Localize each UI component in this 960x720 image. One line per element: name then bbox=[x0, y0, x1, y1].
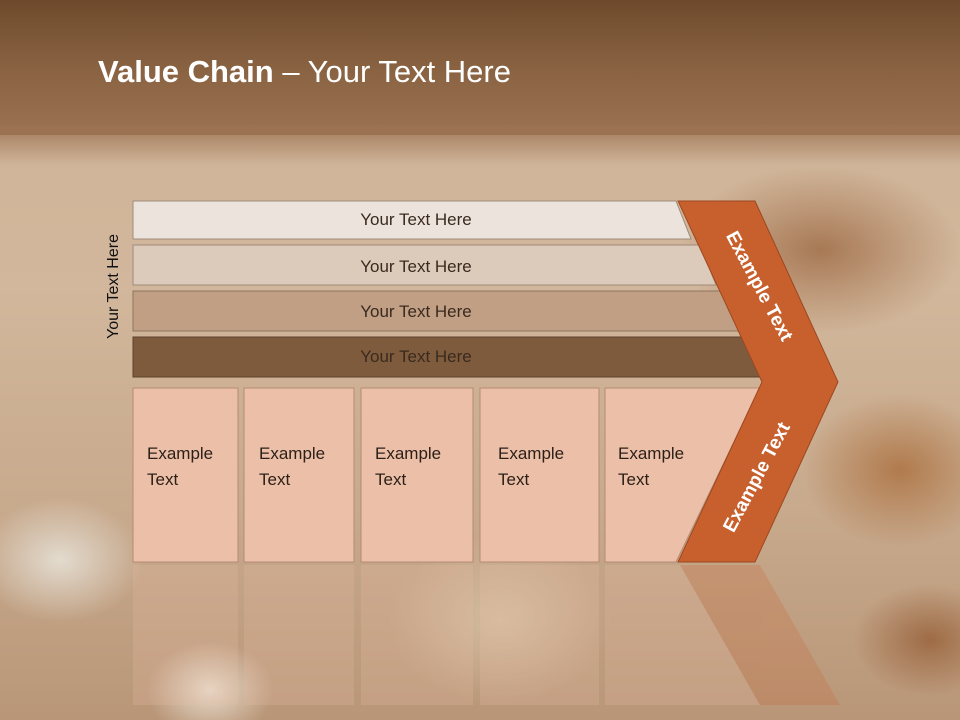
reflection-box-1 bbox=[133, 565, 238, 705]
activity-box-2 bbox=[243, 387, 355, 563]
bar-2 bbox=[132, 244, 717, 286]
box-1-line2: Text bbox=[147, 470, 178, 489]
bar-2-label: Your Text Here bbox=[360, 257, 472, 276]
boxes-group: Example Text Example Text Example Text E… bbox=[132, 387, 761, 563]
box-1-line1: Example bbox=[147, 444, 213, 463]
bar-1-label: Your Text Here bbox=[360, 210, 472, 229]
activity-box-3 bbox=[360, 387, 474, 563]
box-4-line2: Text bbox=[498, 470, 529, 489]
box-2-line2: Text bbox=[259, 470, 290, 489]
bar-3-label: Your Text Here bbox=[360, 302, 472, 321]
title-bold: Value Chain bbox=[98, 54, 274, 89]
margin-chevron bbox=[677, 200, 839, 563]
box-3-line2: Text bbox=[375, 470, 406, 489]
box-5-line1: Example bbox=[618, 444, 684, 463]
box-5-line2: Text bbox=[618, 470, 649, 489]
reflection-box-4 bbox=[480, 565, 599, 705]
activity-box-1 bbox=[132, 387, 239, 563]
diagram-reflection bbox=[133, 565, 840, 705]
slide-title: Value Chain – Your Text Here bbox=[98, 54, 511, 90]
activity-box-5 bbox=[604, 387, 761, 563]
header-fade bbox=[0, 125, 960, 165]
reflection-box-2 bbox=[244, 565, 354, 705]
box-2-line1: Example bbox=[259, 444, 325, 463]
reflection-box-5 bbox=[605, 565, 760, 705]
reflection-box-3 bbox=[361, 565, 473, 705]
activity-box-4 bbox=[479, 387, 600, 563]
bar-1 bbox=[132, 200, 692, 240]
box-4-line1: Example bbox=[498, 444, 564, 463]
reflection-arrow bbox=[680, 565, 840, 705]
box-3-line1: Example bbox=[375, 444, 441, 463]
bar-4-label: Your Text Here bbox=[360, 347, 472, 366]
title-rest: – Your Text Here bbox=[273, 54, 511, 89]
bars-group: Your Text Here Your Text Here Your Text … bbox=[132, 200, 764, 378]
header-band bbox=[0, 0, 960, 135]
